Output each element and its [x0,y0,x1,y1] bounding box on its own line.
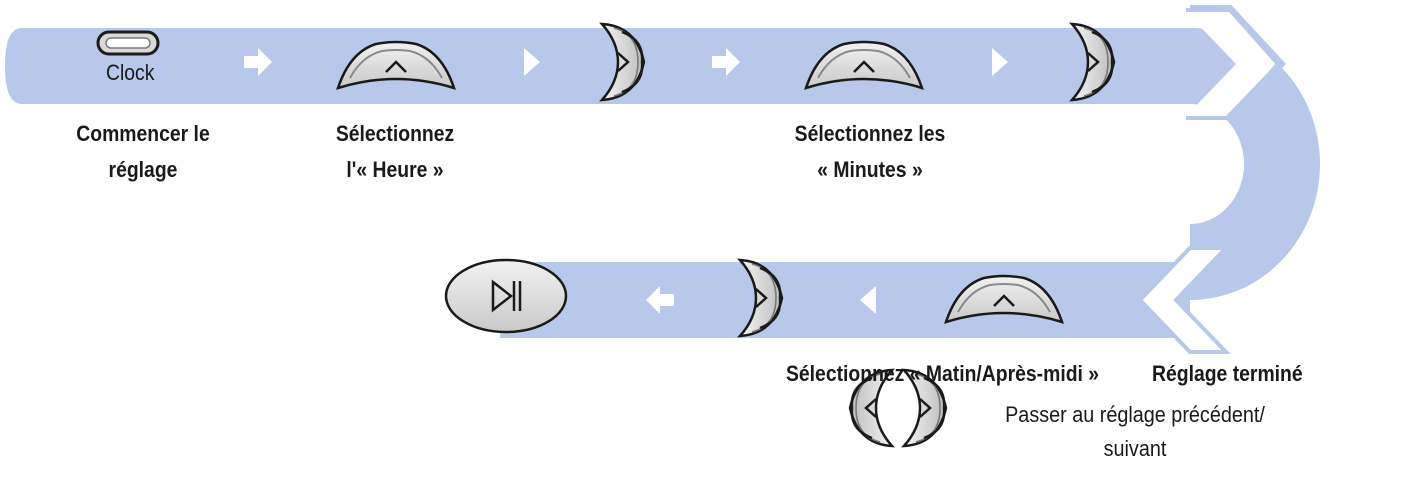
step-label-minutes: Sélectionnez les« Minutes » [794,121,946,182]
play-pause-button-icon[interactable] [444,258,568,334]
step-label-done: Réglage terminé [1152,361,1303,386]
arrow-right-icon [1186,5,1287,123]
clock-button-label: Clock [106,60,155,85]
arrow-right-icon [992,48,1008,76]
arrow-left-icon [860,286,876,314]
arrow-right-icon [524,48,540,76]
arrow-left-icon [1137,246,1231,354]
arrow-right-icon [712,48,740,76]
clock-button-icon[interactable] [96,30,160,56]
step-label-ampm: Sélectionnez « Matin/Après-midi » [786,361,1100,386]
arrow-right-icon [244,48,272,76]
legend-text: Passer au réglage précédent/suivant [1005,402,1265,461]
arrow-left-icon [646,286,674,314]
